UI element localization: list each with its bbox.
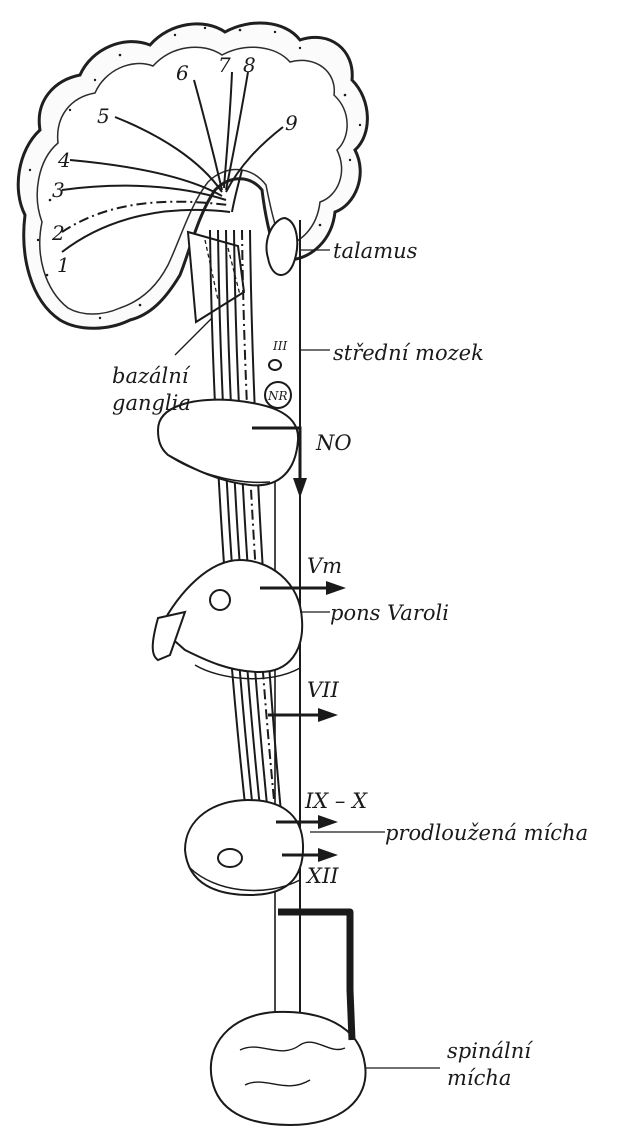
- label-pons-varoli: pons Varoli: [330, 601, 449, 625]
- label-prodlouzena-micha: prodloužená mícha: [385, 821, 588, 845]
- label-spinalni: spinální: [447, 1039, 533, 1063]
- fibre-number: 1: [57, 253, 70, 277]
- label-xii: XII: [305, 864, 339, 888]
- label-ix-x: IX – X: [304, 789, 368, 813]
- label-micha: mícha: [447, 1066, 511, 1090]
- label-ganglia: ganglia: [112, 391, 191, 415]
- fibre-number: 9: [285, 111, 298, 135]
- fibre-number: 3: [52, 178, 65, 202]
- fibre-number: 4: [57, 148, 71, 172]
- label-nr: NR: [267, 389, 288, 403]
- label-talamus: talamus: [333, 239, 418, 263]
- label-no: NO: [315, 431, 352, 455]
- label-vm: Vm: [307, 554, 342, 578]
- label-stredni-mozek: střední mozek: [333, 341, 484, 365]
- midbrain-nuclei: III NR: [265, 339, 291, 408]
- fibre-number: 2: [51, 221, 65, 245]
- label-bazalni: bazální: [112, 364, 191, 388]
- fibre-number: 5: [97, 104, 110, 128]
- label-iii: III: [272, 339, 287, 353]
- spinal-cord-section: [211, 1012, 366, 1125]
- medulla-section: [185, 800, 303, 895]
- fibre-number: 7: [218, 53, 231, 77]
- label-vii: VII: [307, 678, 339, 702]
- pons-section: [153, 560, 302, 679]
- fibre-number: 8: [243, 53, 256, 77]
- fibre-number: 6: [176, 61, 189, 85]
